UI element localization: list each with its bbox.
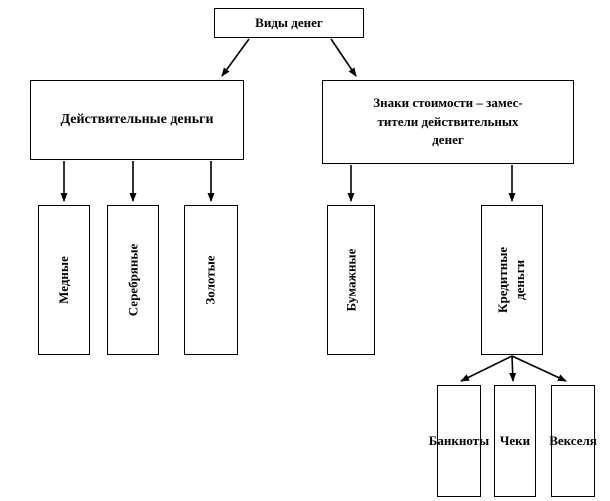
node-label: Кредитные деньги [495, 246, 527, 314]
node-label: Векселя [549, 433, 597, 448]
node-copper: Медные [38, 205, 90, 355]
node-label: Бумажные [343, 248, 359, 312]
node-silver: Серебряные [107, 205, 159, 355]
node-money-types-root: Виды денег [214, 8, 364, 38]
node-label-line1: Знаки стоимости – замес- [373, 94, 523, 110]
node-label: Действительные деньги [60, 112, 214, 127]
node-label: Чеки [499, 433, 531, 448]
node-checks: Чеки [494, 385, 536, 497]
node-credit-money: Кредитные деньги [481, 205, 543, 355]
node-label: Банкноты [428, 433, 490, 448]
node-label: Медные [56, 256, 71, 304]
node-label: Серебряные [125, 243, 140, 317]
node-bills: Векселя [549, 385, 597, 497]
node-label-line3: денег [432, 132, 464, 148]
node-label: Золотые [203, 255, 218, 305]
node-value-signs: Знаки стоимости – замес- тители действит… [322, 80, 574, 164]
node-paper-money: Бумажные [327, 205, 375, 355]
node-gold: Золотые [184, 205, 238, 355]
node-banknotes: Банкноты [429, 385, 489, 497]
node-label-line2: тители действительных [377, 113, 519, 129]
node-real-money: Действительные деньги [30, 80, 244, 160]
node-label: Виды денег [255, 15, 323, 30]
